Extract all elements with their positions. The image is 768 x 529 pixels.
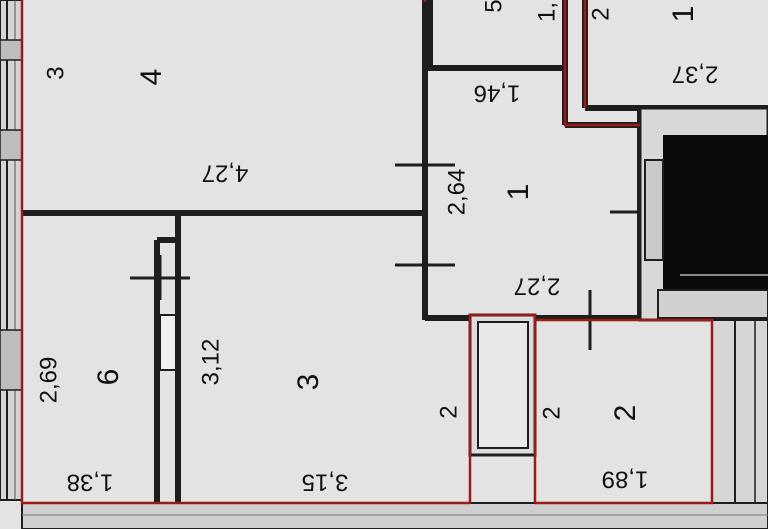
room-4-depth-label: 3	[42, 66, 69, 79]
room-2-width-label: 1,89	[602, 466, 649, 493]
room-top-small-depth-label: 1,	[533, 2, 560, 22]
room-6-number: 6	[92, 369, 125, 386]
room-1-top-width-label: 1,46	[474, 80, 521, 107]
bottom-wall	[21, 502, 768, 529]
room-1-width-label: 2,27	[514, 273, 561, 300]
room-3-number: 3	[292, 374, 325, 391]
room-1-number: 1	[502, 184, 535, 201]
apartment-boundary	[20, 0, 714, 505]
room-3-width-label: 3,15	[302, 469, 349, 496]
right-wall-strip	[711, 319, 768, 504]
room-6-depth-label: 2,69	[35, 357, 62, 404]
room-3-depth-label: 3,12	[197, 339, 224, 386]
room-2-depth-label: 2	[538, 406, 565, 419]
room-topright-width-label: 2,37	[672, 61, 719, 88]
inner-window	[159, 314, 177, 371]
room-4-width-label: 4,27	[202, 160, 249, 187]
room-top-small-number: 5	[480, 0, 507, 13]
bathtub	[468, 313, 537, 457]
stove-block	[638, 106, 768, 322]
room-2-number: 2	[609, 405, 642, 422]
room-topright-depth-label: 2	[587, 7, 614, 20]
room-6-width-label: 1,38	[67, 469, 114, 496]
room-1-depth-label: 2,64	[443, 169, 470, 216]
room-4-number: 4	[135, 69, 168, 86]
room-3-side-label: 2	[435, 405, 462, 418]
left-exterior-wall	[0, 0, 23, 501]
room-topright-number: 1	[667, 6, 700, 23]
